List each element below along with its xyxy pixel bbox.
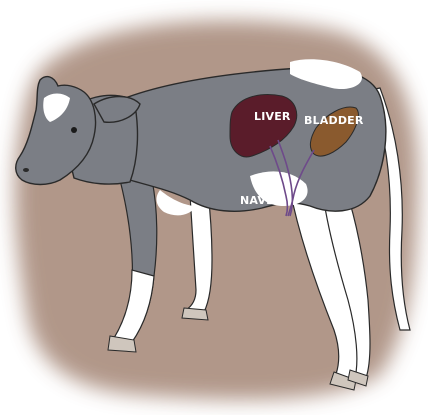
navel-label: NAVEL — [240, 194, 281, 207]
bladder-label: BLADDER — [304, 114, 364, 127]
liver-label: LIVER — [254, 110, 291, 123]
eye — [71, 127, 77, 133]
nostril — [23, 168, 29, 172]
hoof — [182, 308, 208, 320]
